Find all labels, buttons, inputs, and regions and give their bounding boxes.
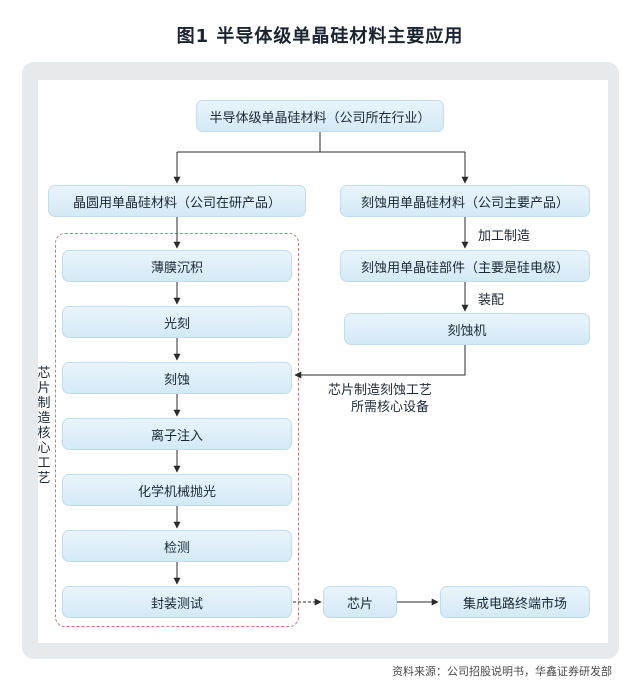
node-ic-market: 集成电路终端市场	[440, 586, 590, 618]
arrow-etcher-to-etching	[294, 345, 466, 379]
node-chip: 芯片	[323, 586, 397, 618]
node-etch-material: 刻蚀用单晶硅材料（公司主要产品）	[340, 185, 590, 217]
edge-label-assembly: 装配	[478, 293, 505, 308]
edge-label-etcher-note-1: 芯片制造刻蚀工艺	[328, 383, 433, 398]
step-inspection: 检测	[62, 530, 292, 562]
step-packaging-testing: 封装测试	[62, 586, 292, 618]
figure-title: 图1 半导体级单晶硅材料主要应用	[176, 26, 464, 47]
step-etching: 刻蚀	[62, 362, 292, 394]
node-etch-part: 刻蚀用单晶硅部件（主要是硅电极）	[340, 250, 590, 282]
core-process-group-label: 芯片制造核心工艺	[37, 366, 51, 486]
source-note: 资料来源：公司招股说明书，华鑫证券研发部	[392, 665, 612, 678]
edge-label-etcher-note-2: 所需核心设备	[351, 400, 430, 415]
step-thin-film-deposition: 薄膜沉积	[62, 250, 292, 282]
step-ion-implantation: 离子注入	[62, 418, 292, 450]
step-lithography: 光刻	[62, 306, 292, 338]
node-etcher: 刻蚀机	[344, 313, 590, 345]
node-wafer-material: 晶圆用单晶硅材料（公司在研产品）	[48, 185, 306, 217]
node-root: 半导体级单晶硅材料（公司所在行业）	[196, 100, 444, 132]
edge-label-machining: 加工制造	[478, 229, 531, 244]
step-cmp: 化学机械抛光	[62, 474, 292, 506]
